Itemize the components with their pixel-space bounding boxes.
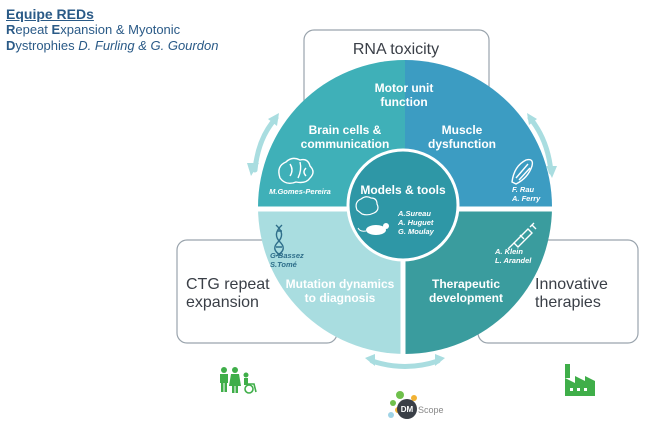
header-line-1: Repeat Expansion & Myotonic bbox=[6, 22, 218, 38]
header-authors: D. Furling & G. Gourdon bbox=[78, 38, 219, 53]
factory-windows bbox=[570, 388, 587, 391]
center-name-3: G. Moulay bbox=[398, 227, 435, 236]
header-initial-r: R bbox=[6, 22, 16, 37]
center-title: Models & tools bbox=[360, 183, 446, 197]
header-initial-e: E bbox=[51, 22, 61, 37]
mutation-label-2: to diagnosis bbox=[305, 291, 376, 305]
motor-label-2: function bbox=[380, 95, 427, 109]
segment-labels: Motor unit function Brain cells & commun… bbox=[286, 81, 503, 305]
center-name-1: A.Sureau bbox=[397, 209, 431, 218]
header: Equipe REDs Repeat Expansion & Myotonic … bbox=[6, 6, 218, 54]
header-text-c: ystrophies bbox=[15, 38, 79, 53]
motor-label-1: Motor unit bbox=[375, 81, 434, 95]
header-text-b: xpansion & Myotonic bbox=[60, 22, 181, 37]
team-title: Equipe REDs bbox=[6, 6, 94, 22]
thera-label-1: Therapeutic bbox=[432, 277, 500, 291]
brain-name: M.Gomes-Pereira bbox=[269, 187, 331, 196]
factory-icon bbox=[565, 364, 595, 396]
innov-label-2: therapies bbox=[535, 294, 601, 311]
arrowheads bbox=[247, 113, 557, 366]
center-circle bbox=[346, 148, 460, 262]
center-brain-icon bbox=[355, 196, 379, 216]
innov-label-1: Innovative bbox=[535, 276, 608, 293]
scope-logo-text: Scope bbox=[418, 405, 444, 415]
mutation-name-1: G Bassez bbox=[270, 251, 304, 260]
syringe-icon bbox=[507, 222, 537, 250]
member-names: M.Gomes-Pereira F. Rau A. Ferry A.Sureau… bbox=[269, 185, 541, 265]
brain-icon bbox=[278, 157, 314, 185]
header-initial-d: D bbox=[6, 38, 16, 53]
header-text-a: epeat bbox=[15, 22, 52, 37]
dm-logo-text: DM bbox=[401, 405, 414, 414]
muscle-name-2: A. Ferry bbox=[511, 194, 541, 203]
mutation-names: G Bassez S.Tomé bbox=[270, 251, 304, 269]
header-line-2: Dystrophies D. Furling & G. Gourdon bbox=[6, 38, 218, 54]
brain-label-1: Brain cells & bbox=[309, 123, 382, 137]
muscle-label-2: dysfunction bbox=[428, 137, 496, 151]
center-name-2: A. Huguet bbox=[397, 218, 434, 227]
muscle-icon bbox=[511, 158, 534, 185]
thera-name-2: L. Arandel bbox=[495, 256, 532, 265]
brain-label-2: communication bbox=[301, 137, 390, 151]
ctg-label-1: CTG repeat bbox=[186, 276, 270, 293]
dmscope-logo-icon: DM Scope bbox=[388, 391, 444, 419]
thera-label-2: development bbox=[429, 291, 503, 305]
dna-icon bbox=[274, 224, 284, 257]
family-icon bbox=[220, 367, 257, 394]
mouse-icon bbox=[357, 223, 389, 235]
mutation-label-1: Mutation dynamics bbox=[286, 277, 395, 291]
rna-label: RNA toxicity bbox=[353, 41, 439, 58]
muscle-label-1: Muscle bbox=[442, 123, 483, 137]
ctg-label-2: expansion bbox=[186, 294, 259, 311]
thera-name-1: A. Klein bbox=[494, 247, 523, 256]
muscle-name-1: F. Rau bbox=[512, 185, 535, 194]
arrow-bottom bbox=[369, 358, 441, 369]
mutation-name-2: S.Tomé bbox=[270, 260, 297, 269]
